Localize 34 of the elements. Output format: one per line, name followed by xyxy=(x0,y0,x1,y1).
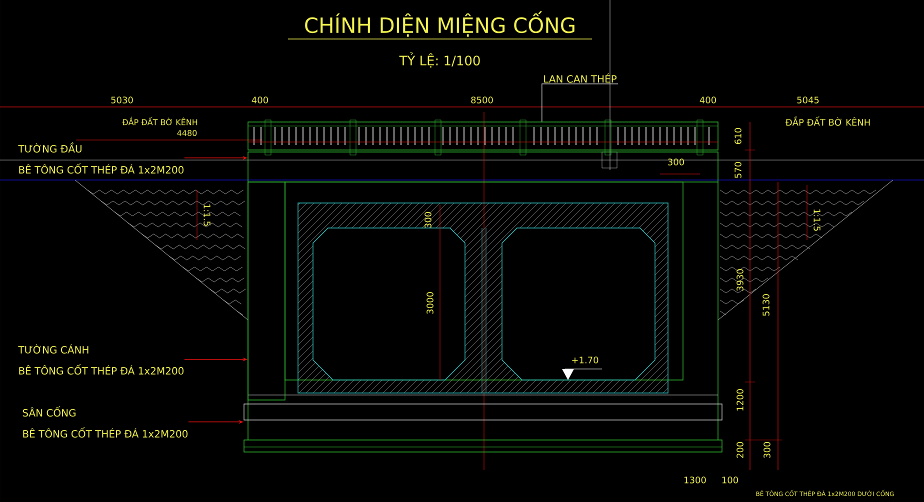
dimension-label: 300 xyxy=(668,158,684,166)
dimension-label: 3930 xyxy=(736,269,744,291)
dimension-label: 300 xyxy=(764,442,770,458)
dimension-label: 5045 xyxy=(797,96,819,104)
slope-label: 1:1.5 xyxy=(204,204,210,226)
material-label: TƯỜNG CÁNH BÊ TÔNG CỐT THÉP ĐÁ 1x2M200 xyxy=(18,344,184,375)
apron-slab xyxy=(244,404,722,420)
head-wall xyxy=(248,152,718,182)
slope-label: 1:1.5 xyxy=(814,209,820,231)
area-label: ĐẮP ĐẤT BỜ KÊNH xyxy=(122,116,198,126)
dimension-label: 5130 xyxy=(762,294,770,316)
dimension-label: 400 xyxy=(700,96,716,104)
dimension-label: 3000 xyxy=(426,292,434,314)
dimension-label: 570 xyxy=(734,162,742,178)
title: CHÍNH DIỆN MIỆNG CỐNG xyxy=(305,11,574,37)
material-label: TƯỜNG ĐẦU BÊ TÔNG CỐT THÉP ĐÁ 1x2M200 xyxy=(18,142,184,174)
dimension-label: 1200 xyxy=(736,389,744,410)
level-label: +1.70 xyxy=(572,356,598,364)
scale-label: TỶ LỆ: 1/100 xyxy=(399,52,480,68)
dimension-label: 400 xyxy=(252,96,268,104)
dimension-label: 610 xyxy=(734,128,742,144)
dimension-label: 8500 xyxy=(471,96,493,104)
railing xyxy=(248,120,718,156)
dimension-label: 1300 xyxy=(684,476,706,484)
dimension-label: 4480 xyxy=(177,130,197,136)
dimension-label: 5030 xyxy=(111,96,133,104)
leader-line xyxy=(542,84,618,122)
dimension-label: 100 xyxy=(722,476,738,484)
dimension-label: 300 xyxy=(424,212,432,228)
callout-label: LAN CAN THÉP xyxy=(544,73,617,83)
dimension-label: 200 xyxy=(736,442,744,458)
area-label: ĐẮP ĐẤT BỜ KÊNH xyxy=(785,116,870,126)
material-label: SÂN CỐNG BÊ TÔNG CỐT THÉP ĐÁ 1x2M200 xyxy=(22,406,188,438)
wing-wall xyxy=(248,182,286,400)
